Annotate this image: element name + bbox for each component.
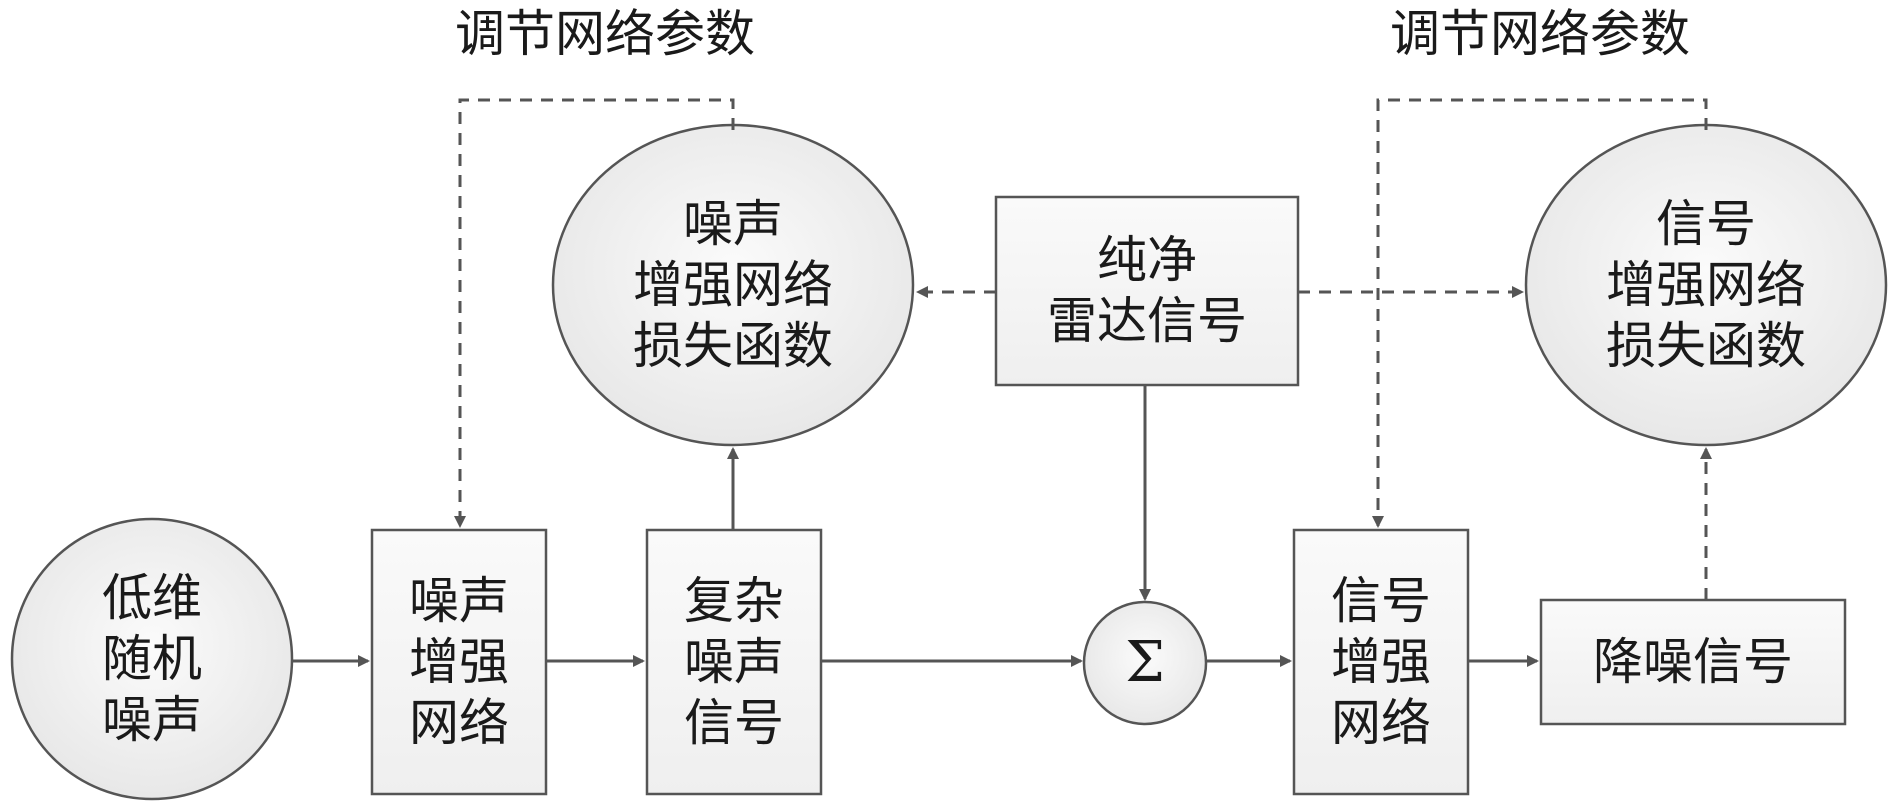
signal-enhance-net-box	[1292, 528, 1470, 796]
noise-enhance-net-box	[370, 528, 548, 796]
signal-loss-label: 信号 增强网络 损失函数	[1606, 194, 1806, 375]
sum-node-circle	[1082, 600, 1208, 726]
dashed-feedback-right	[1372, 98, 1708, 528]
low-dim-noise-ellipse	[10, 517, 294, 801]
clean-radar-box	[994, 195, 1300, 387]
top-label-left: 调节网络参数	[455, 5, 755, 63]
denoised-box	[1539, 598, 1847, 726]
sum-symbol: Σ	[1125, 629, 1165, 695]
complex-noise-label: 复杂 噪声 信号	[684, 571, 784, 752]
top-label-right: 调节网络参数	[1390, 5, 1690, 63]
noise-loss-label: 噪声 增强网络 损失函数	[633, 194, 833, 375]
noise-enhance-net-label: 噪声 增强 网络	[409, 571, 509, 752]
dashed-feedback-left	[454, 98, 735, 528]
low-dim-noise-label: 低维 随机 噪声	[102, 568, 202, 749]
signal-enhance-net-label: 信号 增强 网络	[1331, 571, 1431, 752]
clean-radar-label: 纯净 雷达信号	[1047, 231, 1247, 350]
denoised-label: 降噪信号	[1593, 632, 1793, 691]
